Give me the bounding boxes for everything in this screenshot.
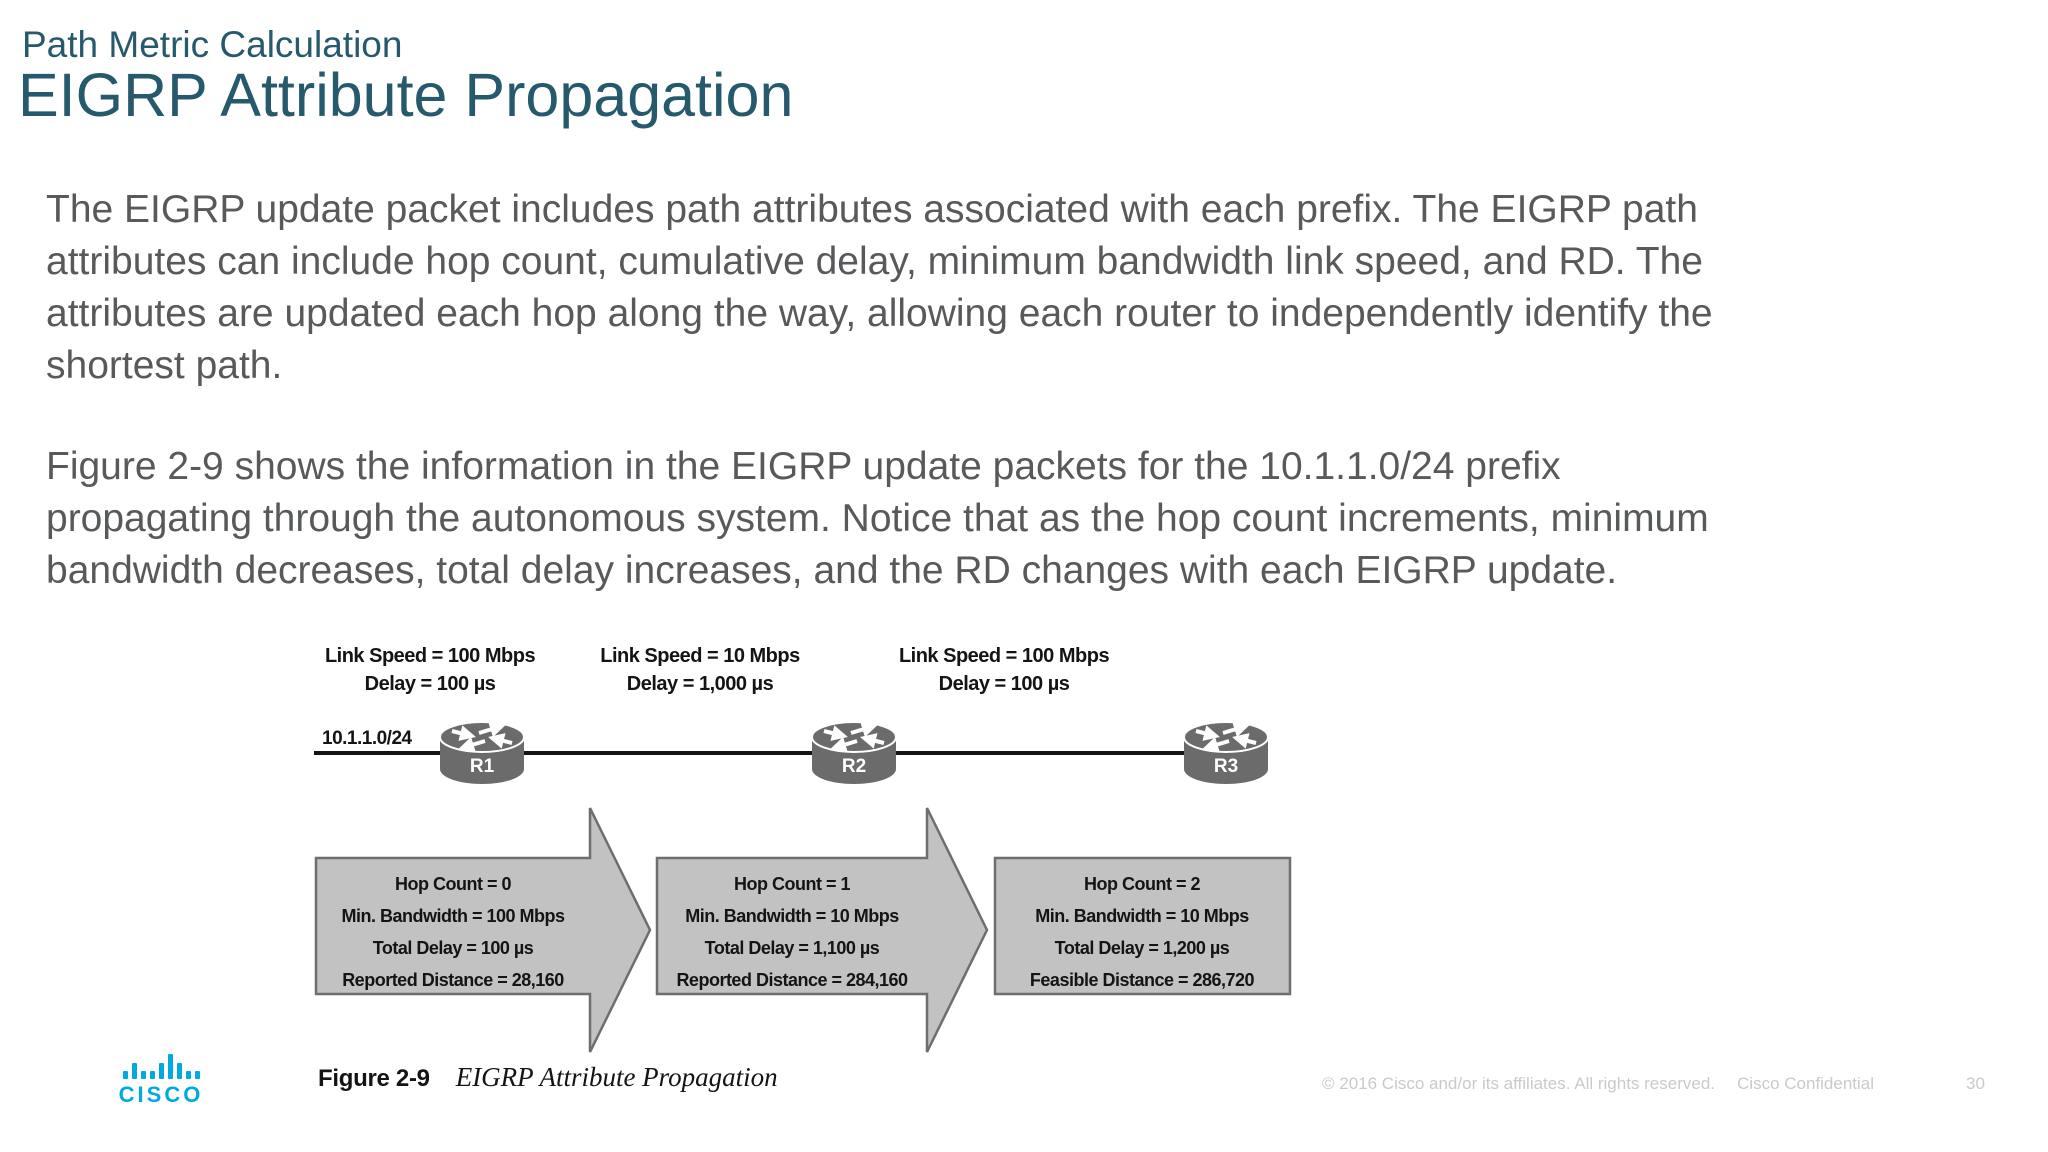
- router-r3-label: R3: [1214, 756, 1238, 777]
- paragraph-line: shortest path.: [46, 344, 283, 387]
- footer: © 2016 Cisco and/or its affiliates. All …: [1322, 1074, 1874, 1094]
- page-title: EIGRP Attribute Propagation: [18, 61, 794, 129]
- slide-page-number: 30: [1966, 1074, 1985, 1093]
- figure-caption: Figure 2-9 EIGRP Attribute Propagation: [318, 1062, 778, 1093]
- update2-min-bandwidth: Min. Bandwidth = 10 Mbps: [685, 906, 899, 926]
- update2-hop-count: Hop Count = 1: [734, 874, 850, 894]
- body-paragraph-2: Figure 2-9 shows the information in the …: [46, 441, 1709, 597]
- link3-delay-label: Delay = 100 µs: [939, 673, 1070, 695]
- figure-2-9-diagram: Link Speed = 100 Mbps Delay = 100 µs Lin…: [300, 645, 1300, 1075]
- paragraph-line: propagating through the autonomous syste…: [46, 497, 1709, 540]
- paragraph-line: Figure 2-9 shows the information in the …: [46, 445, 1561, 488]
- update-arrow-2: [655, 807, 989, 1053]
- paragraph-line: attributes can include hop count, cumula…: [46, 240, 1703, 283]
- confidential-text: Cisco Confidential: [1737, 1074, 1875, 1093]
- update1-min-bandwidth: Min. Bandwidth = 100 Mbps: [341, 906, 565, 926]
- router-r1-icon: R1: [439, 721, 525, 784]
- cisco-logo-bars-icon: [100, 1054, 222, 1079]
- update1-hop-count: Hop Count = 0: [395, 874, 511, 894]
- link2-speed-label: Link Speed = 10 Mbps: [600, 645, 800, 667]
- body-paragraph-1: The EIGRP update packet includes path at…: [46, 184, 1713, 392]
- cisco-logo-wordmark: CISCO: [118, 1082, 204, 1107]
- paragraph-line: bandwidth decreases, total delay increas…: [46, 549, 1618, 592]
- link1-speed-label: Link Speed = 100 Mbps: [325, 645, 536, 667]
- router-r3-icon: R3: [1183, 721, 1269, 784]
- cisco-logo: CISCO: [100, 1054, 222, 1108]
- link3-speed-label: Link Speed = 100 Mbps: [899, 645, 1110, 667]
- link2-delay-label: Delay = 1,000 µs: [627, 673, 774, 695]
- update-box-3: [993, 856, 1292, 996]
- router-r1-label: R1: [470, 756, 495, 777]
- paragraph-line: attributes are updated each hop along th…: [46, 292, 1713, 335]
- update3-total-delay: Total Delay = 1,200 µs: [1055, 938, 1230, 958]
- update3-hop-count: Hop Count = 2: [1084, 874, 1200, 894]
- paragraph-line: The EIGRP update packet includes path at…: [46, 188, 1698, 231]
- router-r2-label: R2: [842, 756, 866, 777]
- router-r2-icon: R2: [811, 721, 897, 784]
- update-arrow-1: [314, 807, 652, 1053]
- update3-min-bandwidth: Min. Bandwidth = 10 Mbps: [1035, 906, 1249, 926]
- update2-total-delay: Total Delay = 1,100 µs: [705, 938, 880, 958]
- link1-delay-label: Delay = 100 µs: [365, 673, 496, 695]
- update1-reported-distance: Reported Distance = 28,160: [342, 970, 564, 990]
- copyright-text: © 2016 Cisco and/or its affiliates. All …: [1322, 1074, 1716, 1093]
- update1-total-delay: Total Delay = 100 µs: [373, 938, 534, 958]
- figure-caption-label: Figure 2-9: [318, 1065, 430, 1092]
- slide-kicker: Path Metric Calculation: [22, 24, 403, 65]
- prefix-label: 10.1.1.0/24: [322, 728, 413, 749]
- update3-feasible-distance: Feasible Distance = 286,720: [1030, 970, 1255, 990]
- figure-caption-text: EIGRP Attribute Propagation: [455, 1062, 778, 1092]
- update2-reported-distance: Reported Distance = 284,160: [676, 970, 908, 990]
